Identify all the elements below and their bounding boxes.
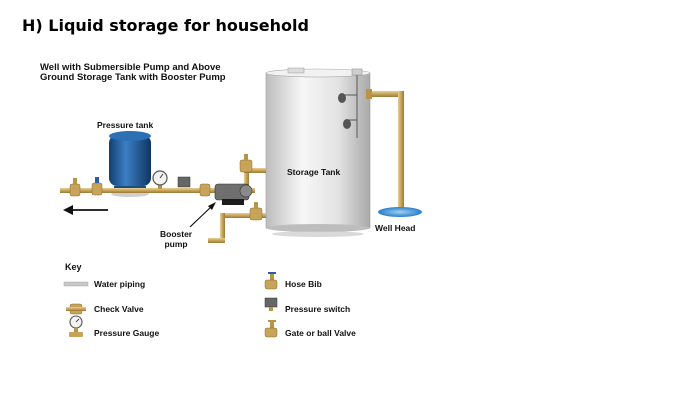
pressure-tank	[109, 131, 151, 197]
key-title: Key	[65, 262, 82, 272]
gate-valve-bottom	[249, 202, 263, 221]
pipe-icon	[63, 281, 89, 287]
check-valve-icon	[66, 303, 86, 315]
pressure-gauge	[152, 170, 168, 189]
well-pipe	[366, 89, 422, 217]
booster-pump	[214, 183, 253, 205]
key-item-check-valve: Check Valve	[94, 304, 144, 314]
hose-bib-icon	[264, 272, 278, 290]
diagram-subtitle: Well with Submersible Pump and Above Gro…	[40, 63, 226, 83]
pressure-tank-label: Pressure tank	[97, 120, 154, 130]
booster-pointer-line	[189, 205, 213, 228]
key-item-gate-valve: Gate or ball Valve	[285, 328, 356, 338]
booster-pointer-arrowhead	[208, 202, 216, 210]
check-valve-2	[199, 183, 211, 197]
slide-title: H) Liquid storage for household	[22, 16, 309, 35]
pressure-switch-icon	[264, 297, 278, 311]
check-valve-1	[69, 178, 81, 197]
hose-bib-valve	[91, 177, 103, 196]
pressure-switch	[177, 176, 191, 188]
booster-label-line-2: pump	[164, 239, 188, 249]
key-item-pressure-gauge: Pressure Gauge	[94, 328, 160, 338]
storage-tank-label: Storage Tank	[287, 167, 341, 177]
key-item-water-piping: Water piping	[94, 279, 146, 289]
storage-tank	[265, 67, 371, 237]
gate-valve-icon	[264, 320, 278, 338]
subtitle-line-1: Well with Submersible Pump and Above	[40, 62, 221, 73]
main-water-pipe	[60, 168, 266, 243]
subtitle-line-2: Ground Storage Tank with Booster Pump	[40, 72, 226, 83]
flow-arrow	[63, 205, 108, 215]
pressure-gauge-icon	[69, 315, 83, 337]
well-head-label: Well Head	[375, 223, 416, 233]
well-head-water	[378, 207, 422, 217]
booster-pump-label: Booster pump	[160, 229, 192, 249]
gate-valve-top	[239, 154, 253, 173]
key-item-pressure-switch: Pressure switch	[285, 304, 351, 314]
key-item-hose-bib: Hose Bib	[285, 279, 322, 289]
booster-label-line-1: Booster	[160, 229, 193, 239]
